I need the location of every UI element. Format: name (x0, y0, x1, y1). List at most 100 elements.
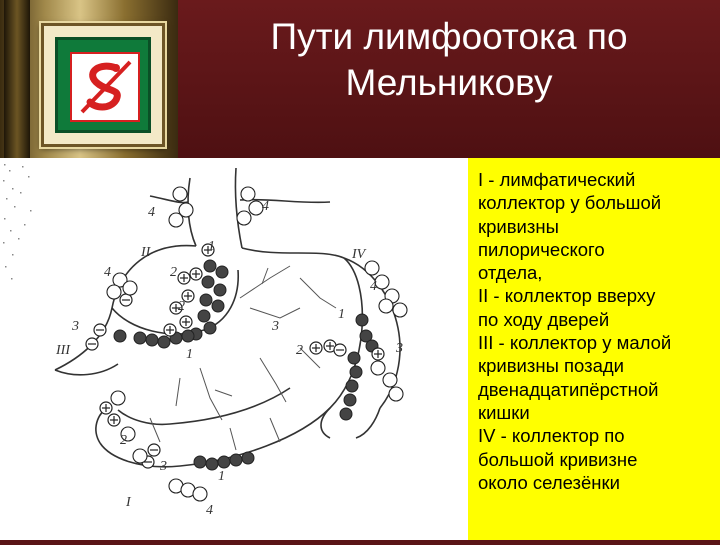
title-bar: Пути лимфоотока по Мельникову (0, 0, 720, 158)
stippled-margin (3, 164, 32, 280)
label-number-4: 4 (370, 279, 377, 294)
label-number-3: 3 (271, 319, 279, 334)
lymph-node-plus (177, 271, 191, 285)
lymph-node-empty (388, 386, 404, 402)
label-number-2: 2 (120, 433, 127, 448)
lymph-node-filled (343, 393, 357, 407)
label-number-1: 1 (186, 347, 193, 362)
lymph-node-empty (112, 272, 128, 288)
lymph-node-filled (355, 313, 369, 327)
stomach-outline (54, 167, 401, 468)
lymph-node-plus (179, 315, 193, 329)
lymph-node-empty (172, 186, 188, 202)
lymph-node-filled (145, 333, 159, 347)
lymph-node-filled (133, 331, 147, 345)
lymph-node-empty (122, 280, 138, 296)
lymph-node-filled (157, 335, 171, 349)
lymph-node-filled (203, 321, 217, 335)
lymph-node-plus (107, 413, 121, 427)
lymph-node-plus (309, 341, 323, 355)
lymph-node-filled (339, 407, 353, 421)
lymph-node-empty (248, 200, 264, 216)
label-number-4: 4 (104, 265, 111, 280)
legend-line: IV - коллектор по (478, 425, 625, 447)
lymph-node-empty (120, 426, 136, 442)
page-title: Пути лимфоотока по Мельникову (178, 14, 720, 106)
lymph-node-empty (236, 210, 252, 226)
legend-line: двенадцатипёрстной (478, 378, 659, 400)
legend-line: пилорического (478, 238, 605, 260)
lymph-node-empty (240, 186, 256, 202)
logo-frame (55, 37, 151, 133)
lymph-node-empty (364, 260, 380, 276)
lymph-node-filled (359, 329, 373, 343)
diagram-labels: II IV III I 4 4 4 4 4 2 2 2 2 3 3 3 3 1 … (55, 199, 403, 518)
legend-line: кривизны (478, 215, 559, 237)
title-line-2: Мельникову (345, 62, 553, 103)
lymph-node-empty (110, 390, 126, 406)
lymph-node-empty (192, 486, 208, 502)
label-number-2: 2 (170, 265, 177, 280)
lymph-node-plus (201, 243, 215, 257)
lymph-node-plus (163, 323, 177, 337)
lymph-node-filled (203, 259, 217, 273)
label-number-4: 4 (262, 199, 269, 214)
lymph-node-plus (99, 401, 113, 415)
lymph-node-minus (147, 443, 161, 457)
lymph-node-empty (374, 274, 390, 290)
legend-line: III - коллектор у малой (478, 332, 672, 354)
lymph-node-minus (119, 293, 133, 307)
lymph-node-filled (241, 451, 255, 465)
stomach-lymph-illustration: II IV III I 4 4 4 4 4 2 2 2 2 3 3 3 3 1 … (3, 164, 408, 518)
lymph-nodes-empty (106, 186, 408, 502)
label-number-3: 3 (71, 319, 79, 334)
logo (41, 23, 165, 147)
label-roman-2: II (140, 245, 152, 260)
lymph-node-empty (392, 302, 408, 318)
lymph-node-minus (333, 343, 347, 357)
label-number-1: 1 (208, 239, 215, 254)
lymph-node-minus (85, 337, 99, 351)
lymph-nodes-filled (113, 259, 379, 471)
legend-line: отдела, (478, 262, 543, 284)
medical-serpent-logo-icon (80, 60, 132, 114)
lymph-node-filled (345, 379, 359, 393)
lymph-node-filled (349, 365, 363, 379)
lymph-node-filled (113, 329, 127, 343)
label-number-2: 2 (296, 343, 303, 358)
lymph-node-empty (378, 298, 394, 314)
label-number-4: 4 (148, 205, 155, 220)
lymph-node-plus (181, 289, 195, 303)
lymph-node-filled (211, 299, 225, 313)
label-roman-3: III (55, 343, 71, 358)
label-number-3: 3 (395, 341, 403, 356)
lymph-node-filled (201, 275, 215, 289)
logo-badge (70, 52, 140, 122)
legend-line: коллектор у большой (478, 192, 662, 214)
lymph-nodes-plus (99, 243, 385, 427)
lymph-node-empty (370, 360, 386, 376)
legend-line: большой кривизне (478, 448, 638, 470)
legend-line: кривизны позади (478, 355, 625, 377)
lymph-node-filled (347, 351, 361, 365)
legend-line: II - коллектор вверху (478, 285, 656, 307)
lymph-node-filled (199, 293, 213, 307)
lymph-node-filled (217, 455, 231, 469)
lymph-node-filled (205, 457, 219, 471)
lymph-node-plus (371, 347, 385, 361)
lymph-node-filled (215, 265, 229, 279)
lymph-node-plus (169, 301, 183, 315)
lymph-node-empty (178, 202, 194, 218)
label-number-2: 2 (178, 299, 185, 314)
lymph-node-filled (229, 453, 243, 467)
legend-line: кишки (478, 401, 530, 423)
label-roman-4: IV (351, 247, 367, 262)
lymph-node-filled (197, 309, 211, 323)
title-line-1: Пути лимфоотока по (270, 16, 628, 57)
label-number-1: 1 (338, 307, 345, 322)
lymph-node-filled (193, 455, 207, 469)
legend-line: около селезёнки (478, 471, 620, 493)
lymph-node-minus (93, 323, 107, 337)
lymph-node-filled (213, 283, 227, 297)
